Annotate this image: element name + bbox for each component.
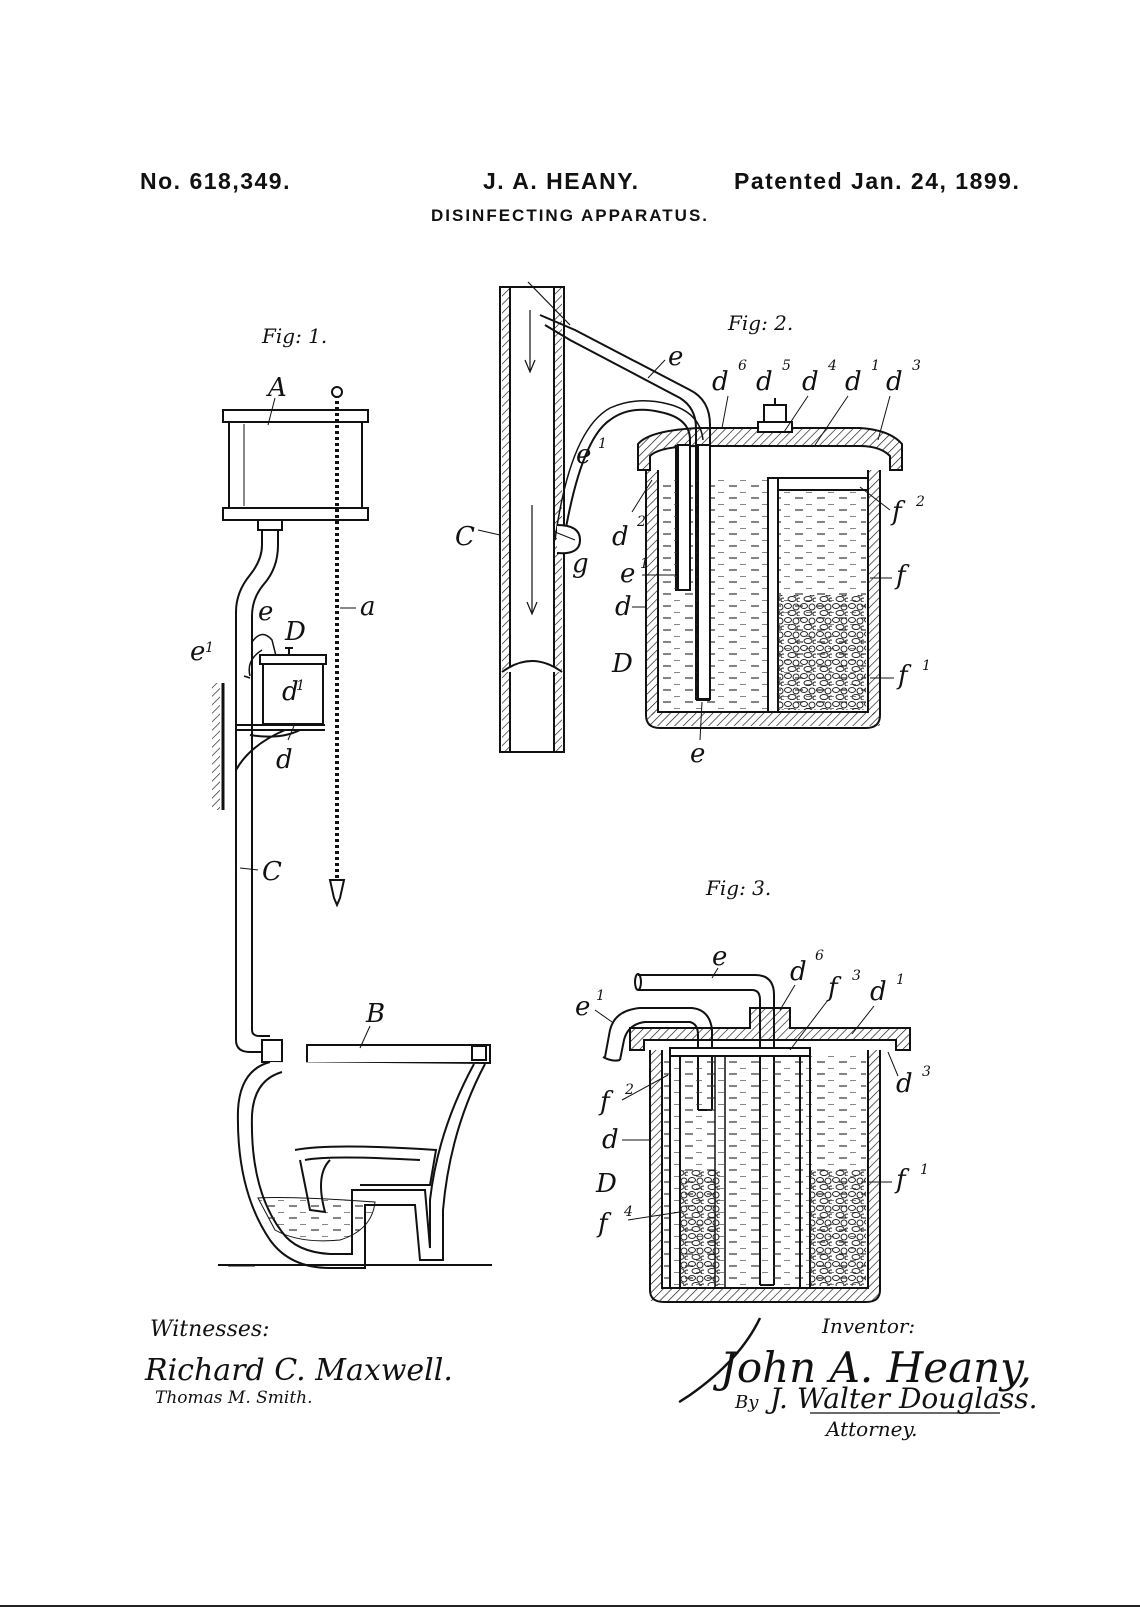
svg-text:1: 1 <box>871 358 880 374</box>
inventor-heading: Inventor: <box>821 1314 915 1338</box>
inventor-block: Inventor: John A. Heany, By J. Walter Do… <box>678 1314 1038 1441</box>
fig2-label-f2: f <box>890 497 906 527</box>
svg-text:1: 1 <box>596 988 605 1004</box>
fig2-label-d: d <box>615 592 632 622</box>
svg-text:3: 3 <box>852 968 861 984</box>
witness-signature-2: Thomas M. Smith. <box>155 1388 313 1408</box>
inventor-signature: John A. Heany, <box>712 1343 1032 1392</box>
svg-text:5: 5 <box>782 358 791 374</box>
fig3-label-D: D <box>595 1169 617 1199</box>
svg-text:4: 4 <box>827 358 837 374</box>
inventor-name-header: J. A. HEANY. <box>483 168 640 194</box>
fig2-label-d1: d <box>845 367 862 397</box>
fig1-label-C: C <box>262 857 282 887</box>
patent-title: DISINFECTING APPARATUS. <box>430 206 710 225</box>
fig2-label-d5: d <box>756 367 773 397</box>
fig3-label-e: e <box>712 942 727 972</box>
figure-2: Fig: 2. <box>455 281 931 769</box>
fig3-label-d3: d <box>896 1069 913 1099</box>
fig1-label-a: a <box>360 592 376 622</box>
svg-text:6: 6 <box>815 948 824 964</box>
fig3-label-e1: e <box>575 992 590 1022</box>
fig1-label-e: e <box>258 597 273 627</box>
svg-text:4: 4 <box>623 1204 633 1220</box>
fig1-label-B: B <box>365 999 385 1029</box>
svg-text:1: 1 <box>640 556 649 572</box>
figure-3: Fig: 3. e d 6 f 3 <box>575 876 931 1303</box>
fig1-label-D: D <box>284 617 306 647</box>
patent-number: No. 618,349. <box>140 168 291 194</box>
fig3-label-d1: d <box>870 977 887 1007</box>
by-label: By <box>734 1392 759 1413</box>
patent-date: Patented Jan. 24, 1899. <box>734 168 1021 194</box>
svg-text:1: 1 <box>920 1162 929 1178</box>
fig2-caption: Fig: 2. <box>727 311 793 335</box>
page-bottom-rule <box>0 1605 1140 1607</box>
fig2-label-e1-top: e <box>576 440 591 470</box>
fig2-label-D: D <box>611 649 633 679</box>
fig1-label-e1: e <box>190 637 205 667</box>
fig2-label-d4: d <box>802 367 819 397</box>
fig2-label-d2: d <box>612 522 629 552</box>
witnesses-block: Witnesses: Richard C. Maxwell. Thomas M.… <box>144 1317 453 1408</box>
witness-signature-1: Richard C. Maxwell. <box>144 1353 453 1388</box>
attorney-label: Attorney. <box>824 1417 917 1441</box>
fig3-label-f2: f <box>598 1087 614 1117</box>
attorney-signature: J. Walter Douglass. <box>765 1382 1038 1415</box>
witnesses-heading: Witnesses: <box>150 1317 270 1342</box>
fig1-label-d: d <box>276 745 293 775</box>
svg-text:1: 1 <box>896 972 905 988</box>
fig3-label-d6: d <box>790 957 807 987</box>
fig2-label-e1: e <box>620 559 635 589</box>
fig2-label-d3: d <box>886 367 903 397</box>
fig2-label-d6: d <box>712 367 729 397</box>
svg-text:2: 2 <box>624 1082 634 1098</box>
fig1-label-A: A <box>266 373 287 403</box>
fig2-label-f1: f <box>896 661 912 691</box>
svg-text:2: 2 <box>636 514 646 530</box>
fig3-caption: Fig: 3. <box>705 876 771 900</box>
fig3-label-d: d <box>602 1125 619 1155</box>
svg-text:1: 1 <box>598 436 607 452</box>
fig1-caption: Fig: 1. <box>261 324 327 348</box>
svg-text:2: 2 <box>915 494 925 510</box>
svg-text:1: 1 <box>205 640 214 656</box>
fig2-label-f: f <box>894 561 910 591</box>
svg-text:1: 1 <box>296 678 305 694</box>
fig2-label-e-bottom: e <box>690 739 705 769</box>
fig2-label-C: C <box>455 522 475 552</box>
fig3-label-f3: f <box>826 973 842 1003</box>
fig1-label-d1: d <box>282 677 299 707</box>
fig3-label-f1: f <box>894 1165 910 1195</box>
fig2-label-e: e <box>668 342 683 372</box>
svg-text:3: 3 <box>912 358 921 374</box>
svg-text:3: 3 <box>922 1064 931 1080</box>
svg-text:1: 1 <box>922 658 931 674</box>
figure-1: Fig: 1. <box>190 324 492 1269</box>
svg-text:6: 6 <box>738 358 747 374</box>
fig3-label-f4: f <box>596 1209 612 1239</box>
fig2-label-g: g <box>572 549 589 579</box>
